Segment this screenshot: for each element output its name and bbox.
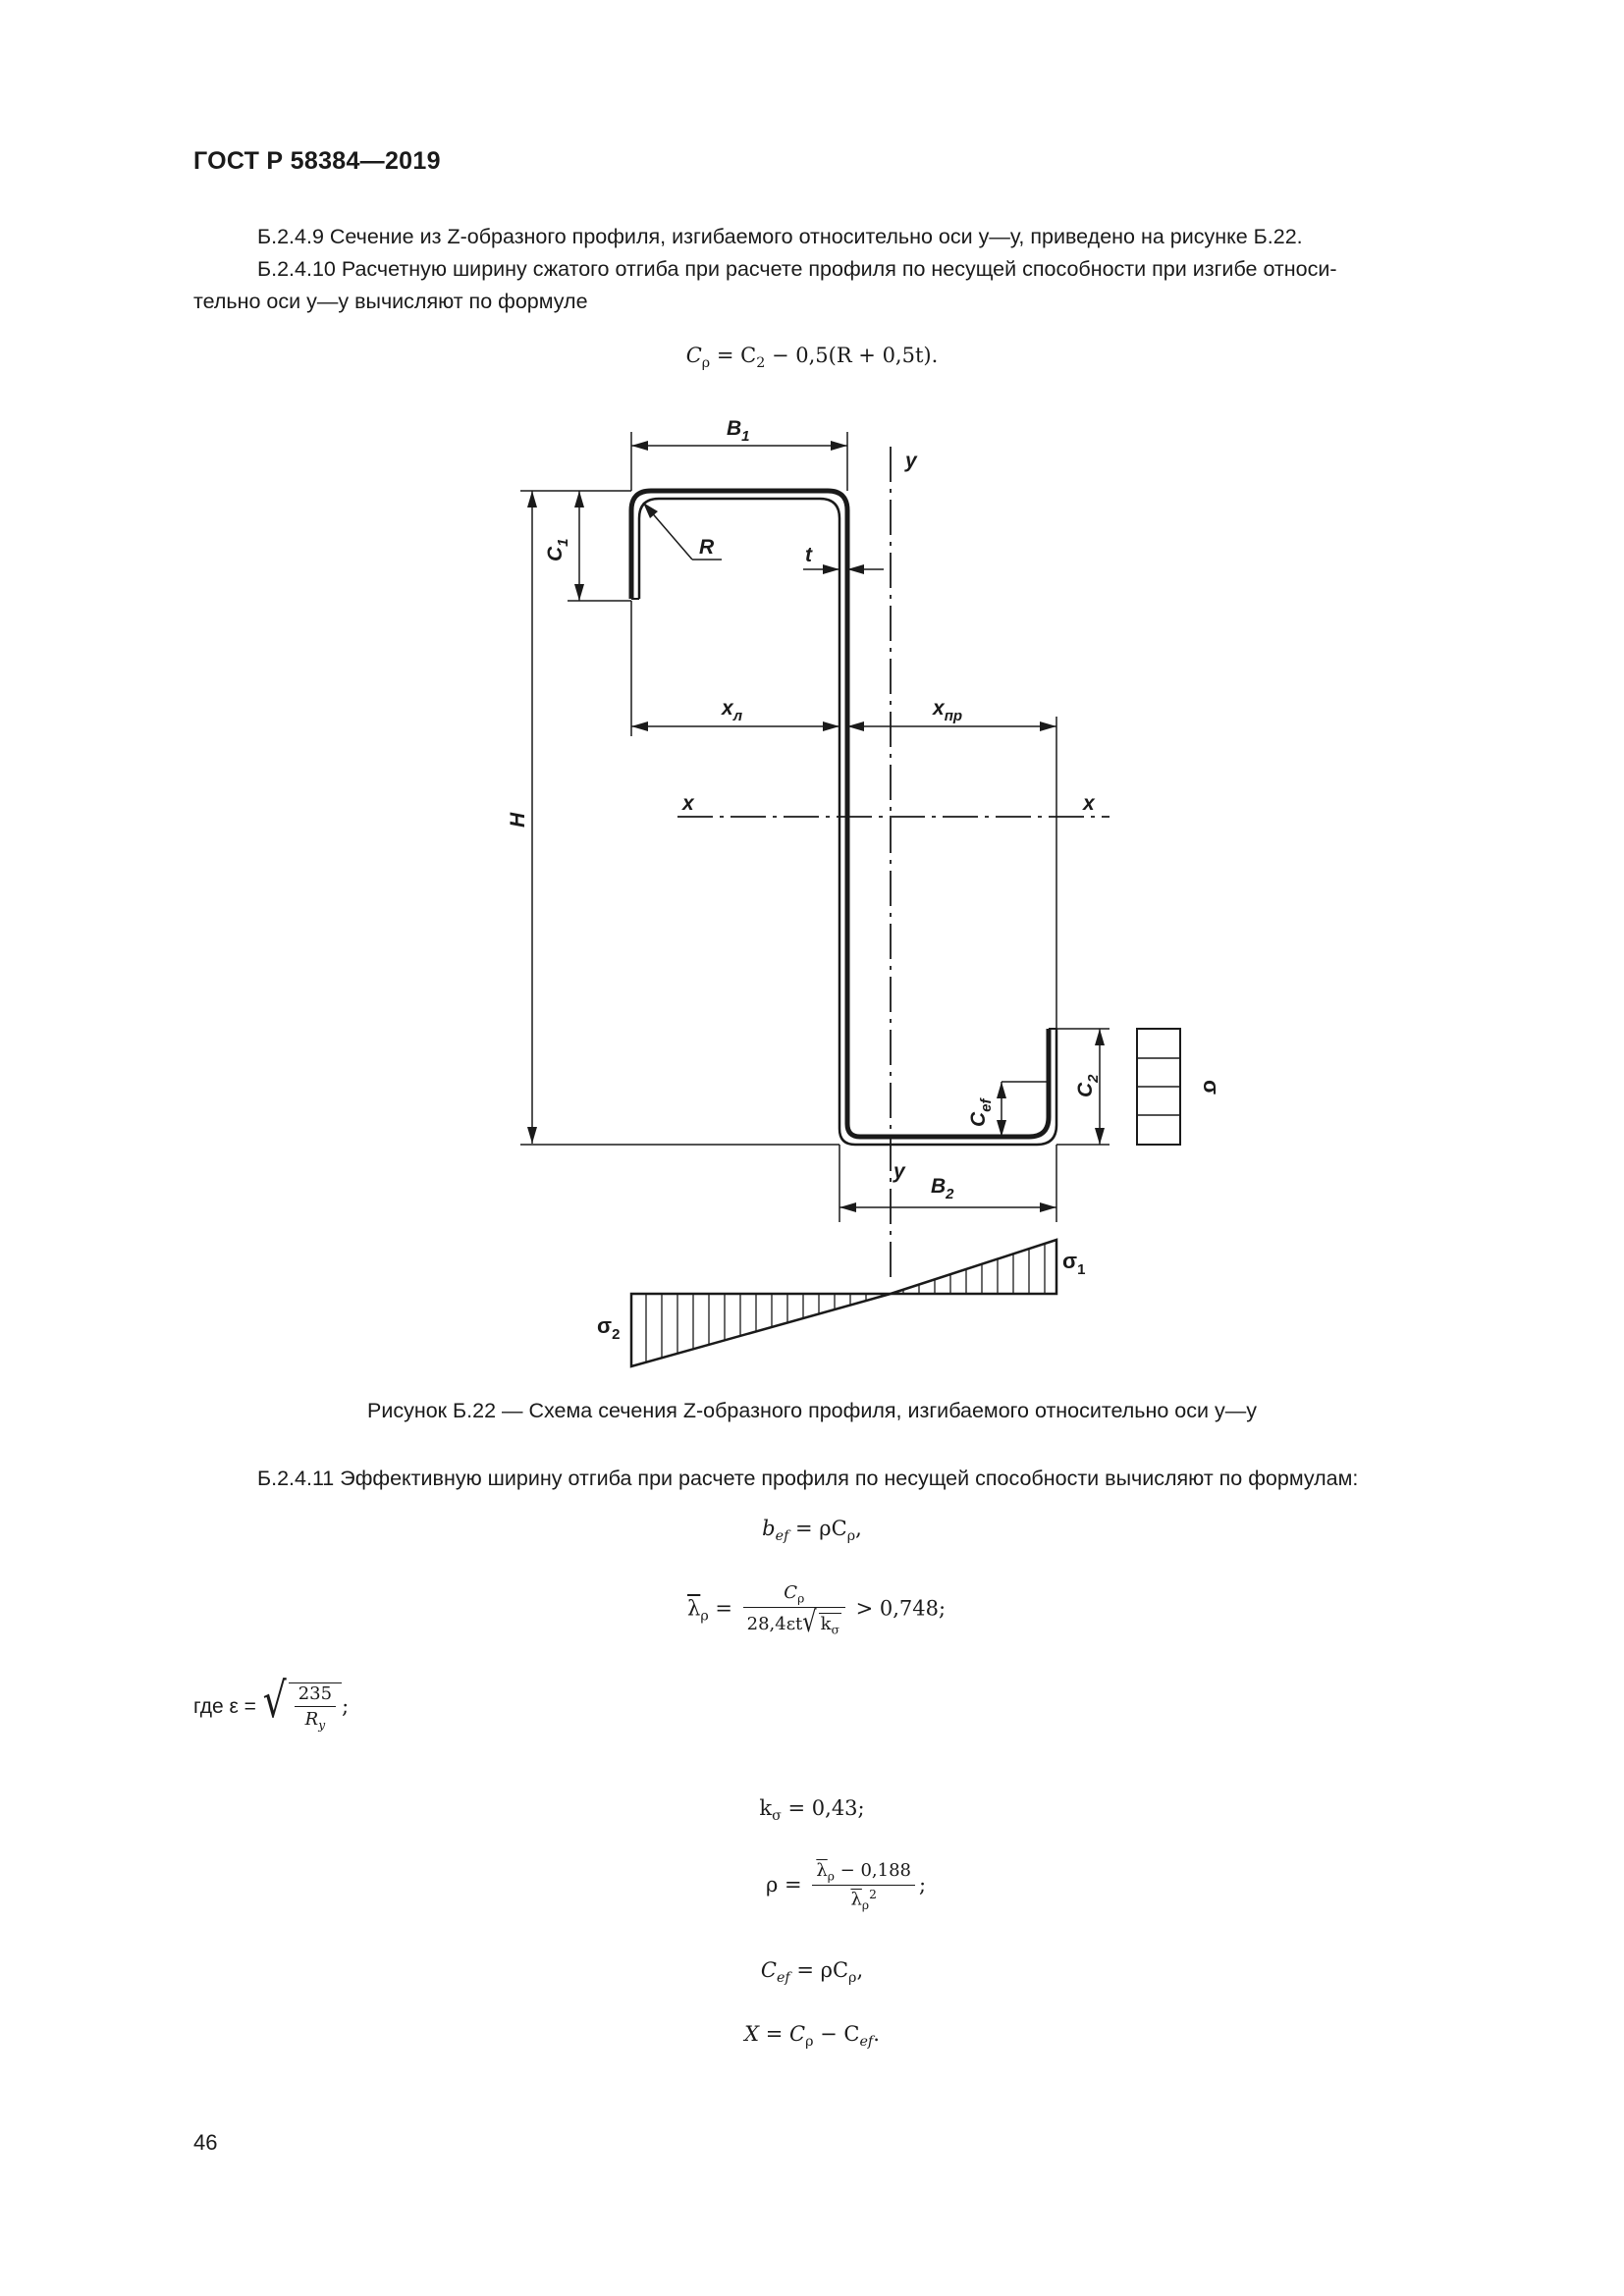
stress-diagram	[629, 1238, 1058, 1368]
page-number: 46	[193, 2130, 218, 2155]
label-sigma1: σ1	[1062, 1249, 1085, 1278]
formula-epsilon: где ε = √ 235 Ry ;	[193, 1672, 350, 1733]
formula-lambda: λρ = Cρ 28,4εt√kσ > 0,748;	[687, 1582, 947, 1640]
label-c2: C2	[1074, 1074, 1102, 1097]
label-b2: B2	[931, 1175, 954, 1202]
label-r: R	[699, 536, 715, 559]
formula-k-sigma: kσ = 0,43;	[759, 1796, 865, 1824]
label-c1: C1	[544, 538, 571, 561]
label-sigma-block: σ	[1199, 1080, 1223, 1095]
label-x-right: xпр	[932, 697, 962, 724]
label-t: t	[805, 544, 813, 566]
label-y-top: y	[904, 450, 918, 472]
z-profile-inner	[637, 497, 1058, 1147]
label-b1: B1	[727, 417, 750, 445]
figure-caption: Рисунок Б.22 — Схема сечения Z-образного…	[367, 1399, 1257, 1422]
label-cef: Cef	[967, 1096, 995, 1127]
formula-x: X = Cρ − Cef.	[744, 2022, 880, 2050]
label-x-axis-left: x	[681, 792, 695, 815]
paragraph-b2410-line1: Б.2.4.10 Расчетную ширину сжатого отгиба…	[257, 257, 1337, 281]
label-x-axis-right: x	[1082, 792, 1096, 815]
label-h: H	[507, 812, 529, 828]
label-y-bottom: y	[893, 1160, 906, 1183]
paragraph-b2410-line2: тельно оси у—у вычисляют по формуле	[193, 290, 588, 313]
formula-c-rho: Cρ = C2 − 0,5(R + 0,5t).	[685, 344, 939, 371]
document-header: ГОСТ Р 58384—2019	[193, 147, 441, 175]
formula-b-ef: bef = ρCρ,	[762, 1517, 862, 1544]
label-sigma2: σ2	[597, 1313, 620, 1343]
paragraph-b249: Б.2.4.9 Сечение из Z-образного профиля, …	[257, 225, 1303, 248]
label-x-left: xл	[721, 697, 743, 724]
paragraph-b2411: Б.2.4.11 Эффективную ширину отгиба при р…	[257, 1467, 1359, 1490]
formula-rho: ρ = λρ − 0,188 λρ2 ;	[766, 1860, 927, 1913]
formula-c-ef: Cef = ρCρ,	[760, 1958, 864, 1986]
